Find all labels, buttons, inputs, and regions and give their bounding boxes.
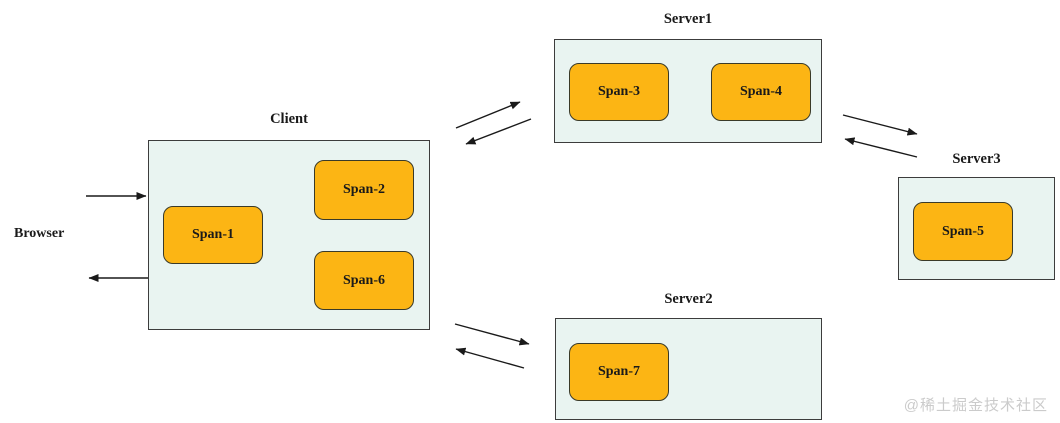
span-node-span-3: Span-3 bbox=[569, 63, 669, 121]
server2-box: Span-7 bbox=[555, 318, 822, 420]
span-node-span-4: Span-4 bbox=[711, 63, 811, 121]
arrow-server2-to-client bbox=[455, 347, 525, 369]
span-node-span-6: Span-6 bbox=[314, 251, 414, 310]
span-node-span-5: Span-5 bbox=[913, 202, 1013, 261]
span-node-span-1: Span-1 bbox=[163, 206, 263, 264]
server3-box: Span-5 bbox=[898, 177, 1055, 280]
span-node-span-7: Span-7 bbox=[569, 343, 669, 401]
arrow-client-to-server1 bbox=[455, 101, 521, 129]
server1-box: Span-3 Span-4 bbox=[554, 39, 822, 143]
client-title: Client bbox=[270, 111, 308, 127]
server2-title: Server2 bbox=[664, 291, 713, 307]
arrow-server1-to-client bbox=[465, 118, 532, 145]
server1-title: Server1 bbox=[663, 11, 713, 27]
span-node-span-2: Span-2 bbox=[314, 160, 414, 220]
browser-label: Browser bbox=[14, 226, 65, 241]
server3-title: Server3 bbox=[952, 151, 1001, 167]
arrow-server1-to-server3 bbox=[842, 114, 918, 136]
arrow-client-to-server2 bbox=[454, 323, 530, 346]
watermark: @稀土掘金技术社区 bbox=[903, 397, 1048, 414]
client-box: Span-1 Span-2 Span-6 bbox=[148, 140, 430, 330]
